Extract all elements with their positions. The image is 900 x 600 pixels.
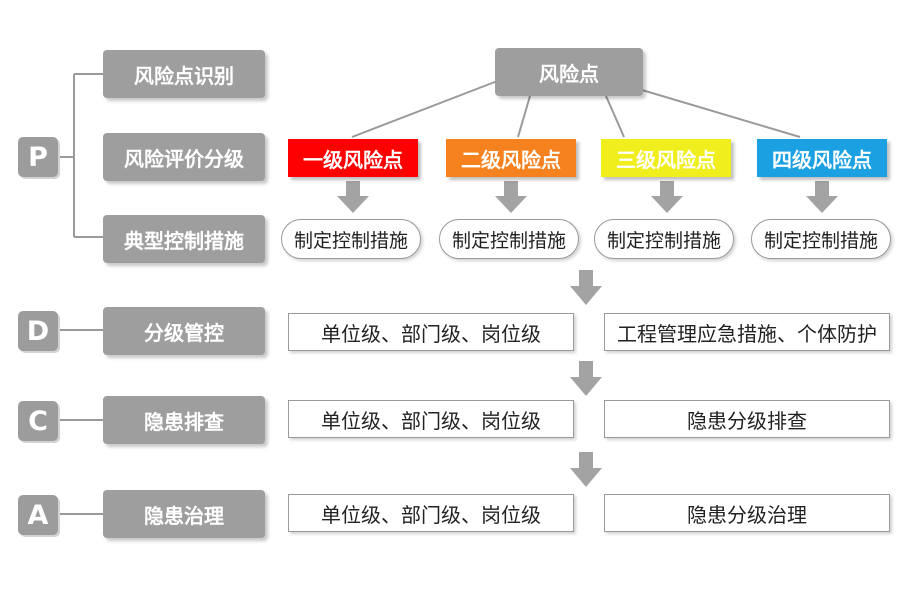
- treat-scope-box: 单位级、部门级、岗位级: [288, 494, 574, 532]
- arrow-down-1: [337, 181, 369, 213]
- level-4-risk: 四级风险点: [757, 139, 887, 177]
- step-typical-measures: 典型控制措施: [103, 215, 265, 263]
- root-line-4: [641, 89, 801, 138]
- arrow-down-flow-3: [570, 452, 602, 487]
- control-scope-box: 单位级、部门级、岗位级: [288, 313, 574, 351]
- arrow-down-2: [495, 181, 527, 213]
- measure-pill-1: 制定控制措施: [281, 219, 421, 259]
- step-risk-evaluation: 风险评价分级: [103, 133, 265, 181]
- pdca-letter-a: A: [18, 495, 58, 535]
- treat-graded-box: 隐患分级治理: [604, 494, 890, 532]
- root-line-3: [605, 95, 625, 138]
- step-graded-control: 分级管控: [103, 307, 265, 355]
- pdca-letter-p: P: [18, 137, 58, 177]
- pdca-letter-d: D: [18, 311, 58, 351]
- root-line-2: [517, 95, 531, 138]
- check-graded-box: 隐患分级排查: [604, 400, 890, 438]
- measure-pill-4: 制定控制措施: [751, 219, 891, 259]
- arrow-down-flow-1: [570, 270, 602, 305]
- control-measures-box: 工程管理应急措施、个体防护: [604, 313, 890, 351]
- check-scope-box: 单位级、部门级、岗位级: [288, 400, 574, 438]
- root-risk-point: 风险点: [495, 48, 643, 96]
- level-2-risk: 二级风险点: [446, 139, 576, 177]
- measure-pill-2: 制定控制措施: [439, 219, 579, 259]
- arrow-down-3: [651, 181, 683, 213]
- step-hazard-check: 隐患排查: [103, 396, 265, 444]
- step-hazard-treatment: 隐患治理: [103, 490, 265, 538]
- level-3-risk: 三级风险点: [601, 139, 731, 177]
- measure-pill-3: 制定控制措施: [594, 219, 734, 259]
- step-risk-identification: 风险点识别: [103, 50, 265, 98]
- pdca-letter-c: C: [18, 401, 58, 441]
- arrow-down-4: [806, 181, 838, 213]
- level-1-risk: 一级风险点: [288, 139, 418, 177]
- arrow-down-flow-2: [570, 361, 602, 396]
- root-line-1: [351, 79, 501, 138]
